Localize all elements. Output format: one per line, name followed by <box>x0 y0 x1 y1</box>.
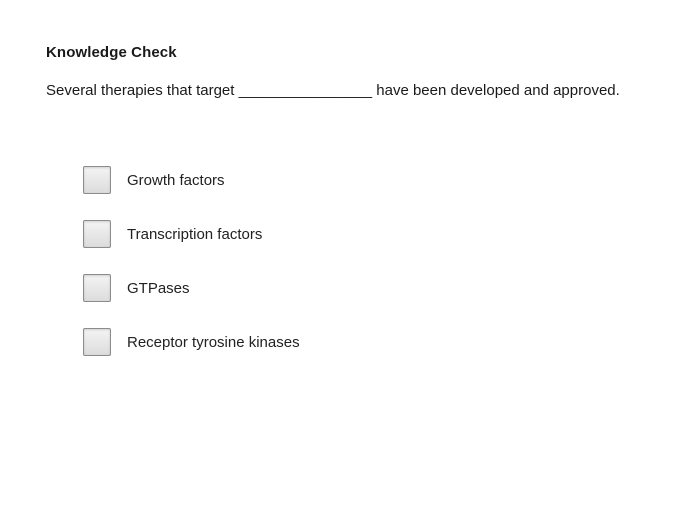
option-label: GTPases <box>127 279 190 297</box>
option-transcription-factors[interactable]: Transcription factors <box>83 218 300 250</box>
option-label: Receptor tyrosine kinases <box>127 333 300 351</box>
option-checkbox[interactable] <box>83 220 111 248</box>
quiz-question: Several therapies that target __________… <box>46 82 620 99</box>
option-checkbox[interactable] <box>83 328 111 356</box>
option-label: Growth factors <box>127 171 225 189</box>
option-checkbox[interactable] <box>83 274 111 302</box>
option-checkbox[interactable] <box>83 166 111 194</box>
option-label: Transcription factors <box>127 225 263 243</box>
quiz-title: Knowledge Check <box>46 44 177 61</box>
option-growth-factors[interactable]: Growth factors <box>83 164 300 196</box>
option-receptor-tyrosine-kinases[interactable]: Receptor tyrosine kinases <box>83 326 300 358</box>
answer-options: Growth factors Transcription factors GTP… <box>83 164 300 380</box>
option-gtpases[interactable]: GTPases <box>83 272 300 304</box>
